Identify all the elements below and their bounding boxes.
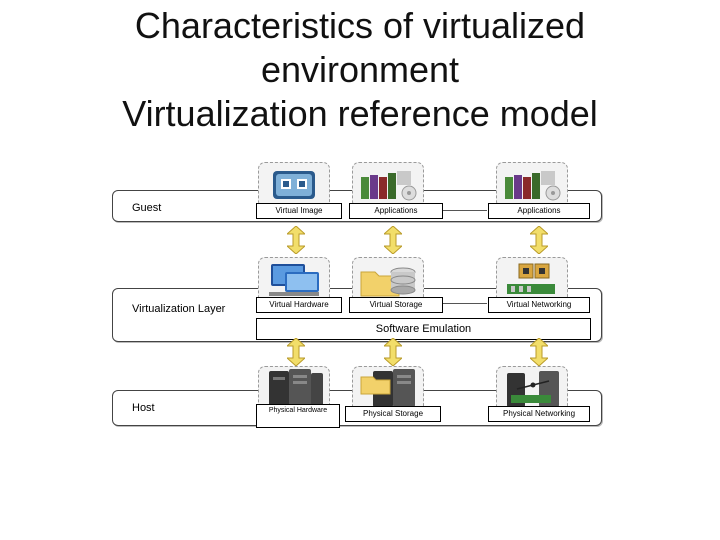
row-label-virtualization-layer: Virtualization Layer [132, 303, 226, 315]
applications-icon-2 [496, 162, 568, 208]
physical-hardware-box: Physical Hardware [256, 404, 340, 428]
physical-networking-box: Physical Networking [488, 406, 590, 422]
connector-line-guest [443, 210, 487, 211]
connector-line-virtualization [443, 303, 487, 304]
virtual-networking-box: Virtual Networking [488, 297, 590, 313]
virtual-image-icon [258, 162, 330, 208]
applications-box-1: Applications [349, 203, 443, 219]
double-arrow-icon [382, 225, 404, 255]
double-arrow-icon [285, 225, 307, 255]
title-line-2: environment [260, 49, 460, 90]
virtual-networking-icon [496, 257, 568, 303]
applications-box-2: Applications [488, 203, 590, 219]
double-arrow-icon [285, 337, 307, 367]
double-arrow-icon [528, 225, 550, 255]
virtual-hardware-icon [258, 257, 330, 303]
virtual-image-box: Virtual Image [256, 203, 342, 219]
row-label-guest: Guest [132, 202, 162, 214]
title-line-3: Virtualization reference model [122, 93, 598, 134]
double-arrow-icon [528, 337, 550, 367]
virtual-hardware-box: Virtual Hardware [256, 297, 342, 313]
double-arrow-icon [382, 337, 404, 367]
physical-storage-box: Physical Storage [345, 406, 441, 422]
network-server-icon [496, 366, 568, 412]
title-line-1: Characteristics of virtualized [134, 5, 586, 46]
virtual-storage-box: Virtual Storage [349, 297, 443, 313]
row-label-host: Host [132, 402, 155, 414]
applications-icon [352, 162, 424, 208]
virtual-storage-icon [352, 257, 424, 303]
software-emulation-box: Software Emulation [256, 318, 591, 340]
slide-title: Characteristics of virtualized environme… [0, 4, 720, 136]
